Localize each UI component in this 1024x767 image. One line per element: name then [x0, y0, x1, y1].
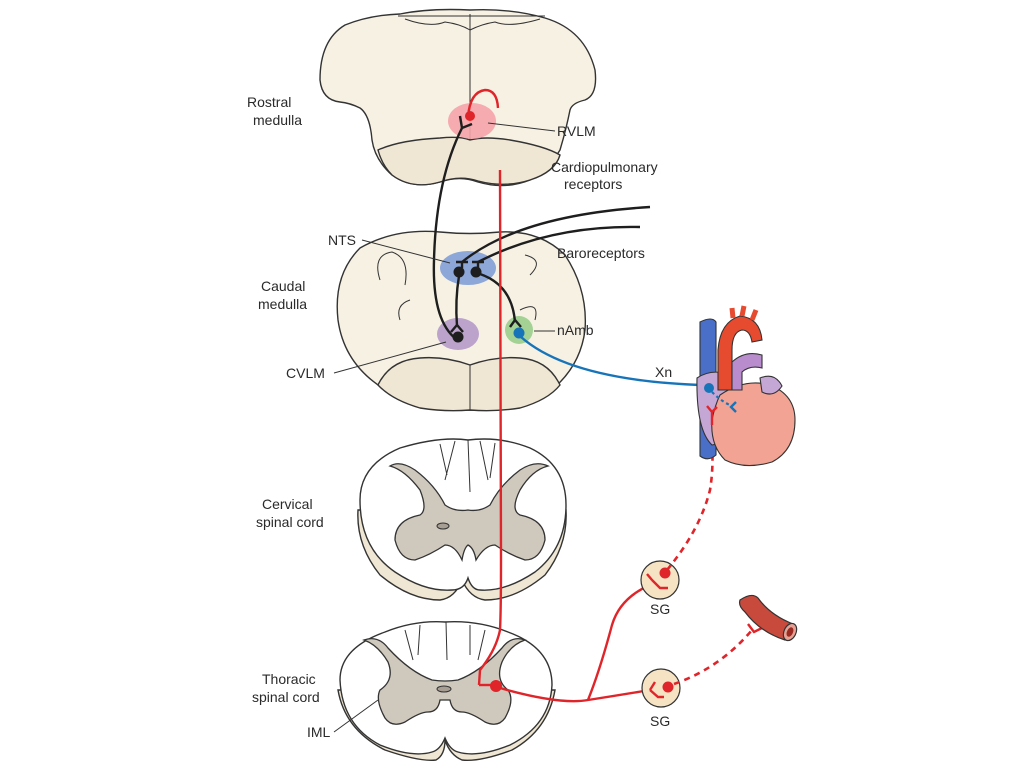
namb-label: nAmb: [557, 322, 594, 338]
baroreceptors-label: Baroreceptors: [557, 245, 645, 261]
cvlm-label: CVLM: [286, 365, 325, 381]
cardiopulmonary-afferent: [461, 205, 651, 263]
sg-ganglion-upper: [640, 560, 680, 600]
sg-lower-label: SG: [650, 713, 670, 729]
rvlm-descending-tract: [477, 169, 503, 686]
cervical-cord-label-1: Cervical: [262, 496, 313, 512]
rvlm-region: [448, 103, 496, 139]
postganglionic-vessel: [673, 629, 753, 686]
nts-to-cvlm: [455, 275, 461, 327]
sg-ganglion-lower: [641, 668, 681, 708]
nts-to-namb: [479, 272, 517, 323]
vagus-nerve-xn: [520, 336, 701, 387]
namb-neuron: [513, 327, 525, 339]
cardiopulmonary-label-2: receptors: [564, 176, 622, 192]
rostral-medulla-label-1: Rostral: [247, 94, 291, 110]
thoracic-cord-label-1: Thoracic: [262, 671, 316, 687]
iml-label: IML: [307, 724, 331, 740]
cardiac-vagal-ganglion: [704, 383, 714, 393]
sympathetic-heart-terminal: [706, 405, 718, 425]
cvlm-to-rvlm: [432, 127, 464, 340]
rostral-medulla-section: [319, 8, 597, 187]
cervical-cord-section: [357, 438, 567, 601]
thoracic-cord-section: [337, 621, 556, 761]
sg-upper-label: SG: [650, 601, 670, 617]
nts-neuron-1: [453, 266, 465, 278]
caudal-medulla-label-2: medulla: [258, 296, 307, 312]
rvlm-label: RVLM: [557, 123, 596, 139]
cardiopulmonary-label-1: Cardiopulmonary: [551, 159, 658, 175]
rostral-medulla-label-2: medulla: [253, 112, 302, 128]
rvlm-neuron: [465, 111, 475, 121]
preganglionic-branch: [586, 583, 651, 701]
cervical-cord-label-2: spinal cord: [256, 514, 324, 530]
baroreceptor-afferent: [477, 225, 641, 264]
preganglionic-fiber: [499, 686, 651, 703]
rvlm-loop: [466, 88, 500, 118]
xn-label: Xn: [655, 364, 672, 380]
nts-neuron-2: [470, 266, 482, 278]
nts-label: NTS: [328, 232, 356, 248]
iml-neuron: [490, 680, 502, 692]
blood-vessel-icon: [738, 594, 798, 642]
sg-neuron-lower: [662, 681, 674, 693]
caudal-medulla-label-1: Caudal: [261, 278, 305, 294]
thoracic-cord-label-2: spinal cord: [252, 689, 320, 705]
